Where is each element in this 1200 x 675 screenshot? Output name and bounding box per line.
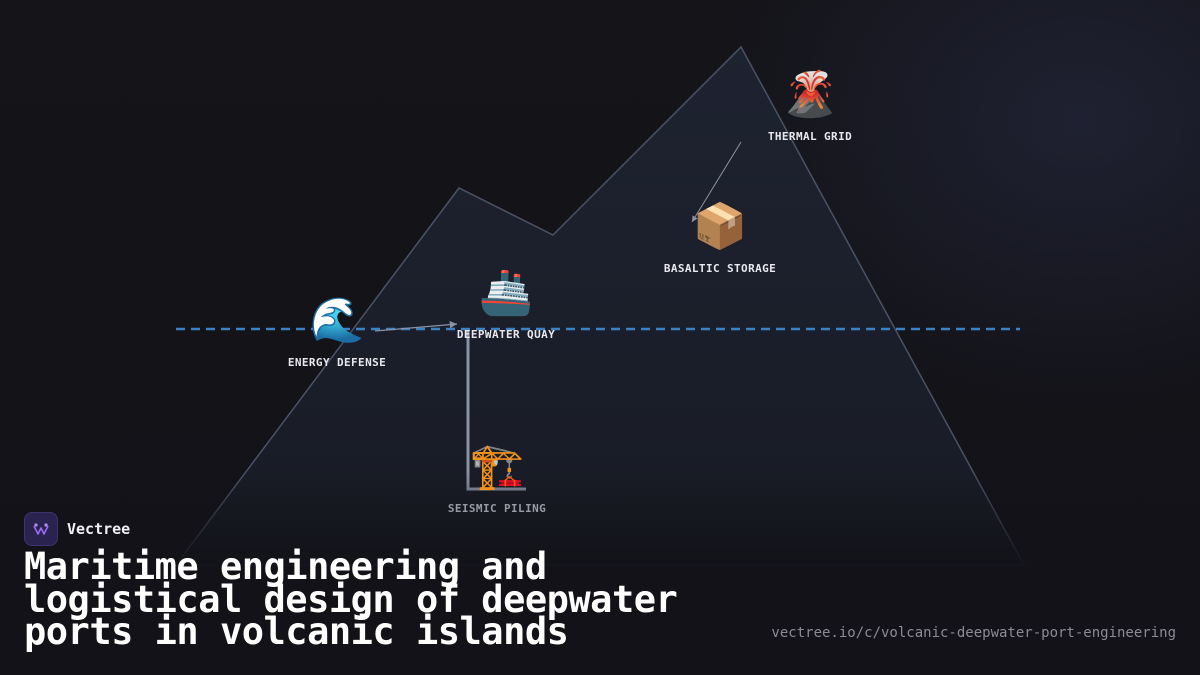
connector-thermal-to-storage xyxy=(691,141,742,223)
node-energy-defense: 🌊 ENERGY DEFENSE xyxy=(287,295,387,370)
brand-name: Vectree xyxy=(67,520,131,538)
page-title: Maritime engineering and logistical desi… xyxy=(24,545,678,653)
brand[interactable]: Vectree xyxy=(24,512,130,546)
node-label: DEEPWATER QUAY xyxy=(456,328,556,341)
page-url[interactable]: vectree.io/c/volcanic-deepwater-port-eng… xyxy=(771,625,1176,641)
node-label: THERMAL GRID xyxy=(767,130,853,143)
ship-icon: 🚢 xyxy=(478,267,534,318)
bottom-fade xyxy=(0,470,1200,675)
volcano-icon: 🌋 xyxy=(782,69,838,120)
node-seismic-piling: 🏗️ SEISMIC PILING xyxy=(447,441,547,516)
node-label: BASALTIC STORAGE xyxy=(663,262,777,275)
node-basaltic-storage: 📦 BASALTIC STORAGE xyxy=(663,201,777,276)
node-deepwater-quay: 🚢 DEEPWATER QUAY xyxy=(456,267,556,342)
node-label: ENERGY DEFENSE xyxy=(287,356,387,369)
node-label: SEISMIC PILING xyxy=(447,502,547,515)
package-icon: 📦 xyxy=(692,201,748,252)
crane-icon: 🏗️ xyxy=(469,441,525,492)
connector-defense-to-quay xyxy=(374,321,458,332)
wave-icon: 🌊 xyxy=(309,295,365,346)
vectree-logo-icon xyxy=(24,512,58,546)
node-thermal-grid: 🌋 THERMAL GRID xyxy=(767,69,853,144)
